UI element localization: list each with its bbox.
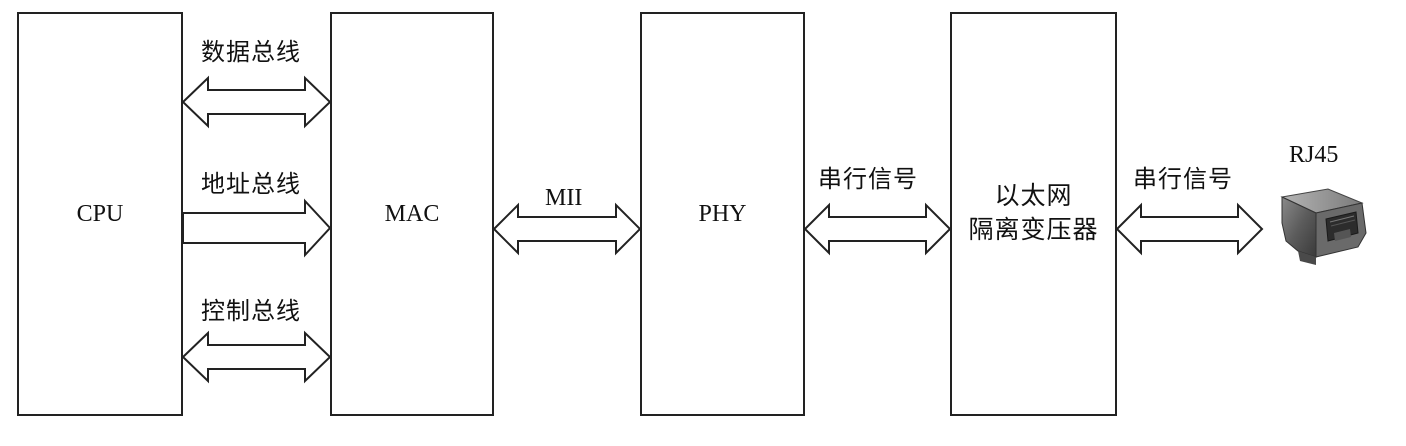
address-bus-label: 地址总线 — [201, 170, 301, 198]
rj45-connector-icon — [1276, 175, 1372, 271]
data-bus-label: 数据总线 — [201, 38, 301, 66]
address-bus-arrow — [183, 201, 330, 255]
mii-arrow — [494, 205, 640, 253]
cpu-block: CPU — [17, 12, 183, 416]
control-bus-arrow — [183, 333, 330, 381]
rj45-label: RJ45 — [1289, 141, 1338, 169]
phy-block: PHY — [640, 12, 805, 416]
serial-signal-arrow-1 — [805, 205, 950, 253]
phy-label: PHY — [698, 197, 746, 231]
serial-signal-arrow-2 — [1117, 205, 1262, 253]
control-bus-label: 控制总线 — [201, 297, 301, 325]
serial-signal-label-1: 串行信号 — [818, 165, 918, 193]
mac-label: MAC — [385, 197, 440, 231]
cpu-label: CPU — [77, 197, 124, 231]
serial-signal-label-2: 串行信号 — [1133, 165, 1233, 193]
mac-block: MAC — [330, 12, 494, 416]
isolation-transformer-block: 以太网 隔离变压器 — [950, 12, 1117, 416]
mii-label: MII — [545, 184, 582, 212]
transformer-label: 以太网 隔离变压器 — [968, 180, 1098, 248]
data-bus-arrow — [183, 78, 330, 126]
